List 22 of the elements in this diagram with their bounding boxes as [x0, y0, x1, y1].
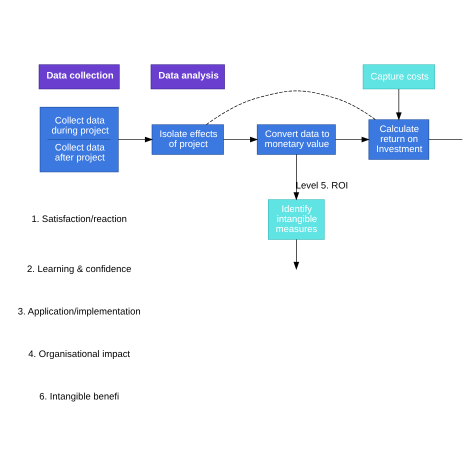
- node-box: Data collection: [38, 64, 120, 90]
- arrow: [293, 239, 299, 270]
- label: 1. Satisfaction/reaction: [30, 214, 126, 225]
- label: 3. Application/implementation: [17, 306, 140, 318]
- node-box: Convert data to monetary value: [256, 124, 336, 155]
- arrow: [293, 154, 299, 200]
- node-box: Identify intangible measures: [268, 199, 324, 240]
- label: 2. Learning & confidence: [26, 264, 131, 276]
- connector: [206, 90, 376, 125]
- node-box: Data analysis: [150, 64, 224, 90]
- arrow: [334, 136, 370, 142]
- label: 6. Intangible benefi: [38, 392, 119, 403]
- label: 4. Organisational impact: [28, 349, 130, 360]
- arrow: [222, 136, 258, 142]
- node-box: Capture costs: [362, 64, 434, 90]
- node-box: Collect data during project Collect data after project: [39, 106, 118, 172]
- arrow: [396, 88, 402, 120]
- node-box: Isolate effects of project: [151, 124, 224, 155]
- arrow: [118, 136, 153, 142]
- node-box: Calculate return on Investment: [368, 119, 429, 160]
- edge-label: Level 5. ROI: [295, 180, 348, 192]
- connector: [428, 139, 462, 140]
